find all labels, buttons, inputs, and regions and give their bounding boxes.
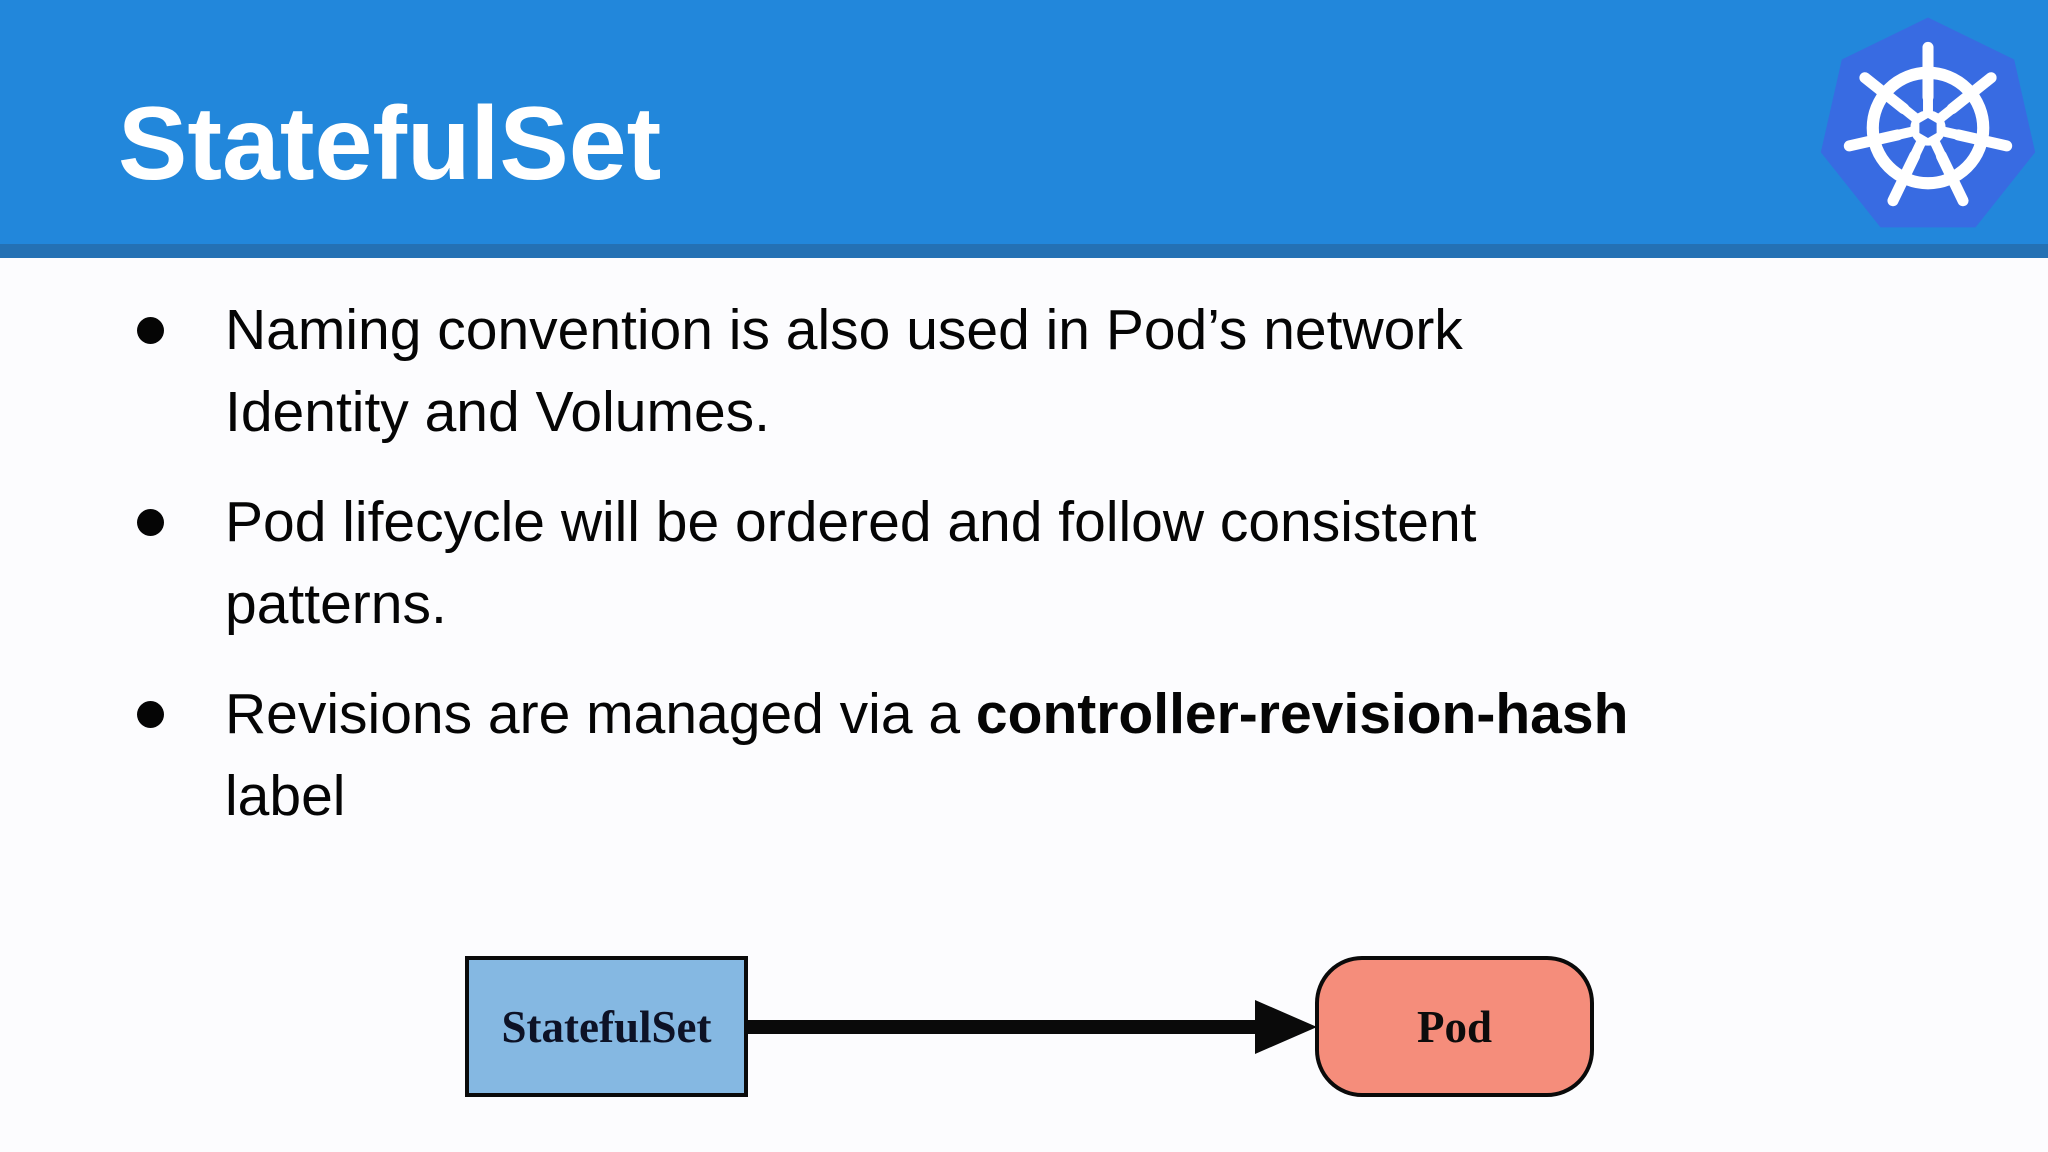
bullet-line-pre: Revisions are managed via a <box>225 682 976 746</box>
page-title: StatefulSet <box>118 86 662 202</box>
flow-arrow-right-icon <box>1255 1000 1317 1054</box>
bullet-dot-icon <box>137 509 164 536</box>
bullet-text: Pod lifecycle will be ordered and follow… <box>225 481 1945 645</box>
pod-node: Pod <box>1315 956 1594 1097</box>
kubernetes-logo-icon <box>1820 17 2036 228</box>
bullet-item-lifecycle: Pod lifecycle will be ordered and follow… <box>0 481 1945 645</box>
flow-arrow-shaft <box>748 1020 1260 1034</box>
pod-node-label: Pod <box>1416 1001 1492 1052</box>
header-accent-strip <box>0 244 2048 258</box>
statefulset-node: StatefulSet <box>465 956 748 1097</box>
bullet-dot-icon <box>137 317 164 344</box>
bullet-line: Naming convention is also used in Pod’s … <box>225 298 1463 362</box>
bullet-dot-icon <box>137 701 164 728</box>
bullet-text: Revisions are managed via a controller-r… <box>225 673 1945 837</box>
bullet-text: Naming convention is also used in Pod’s … <box>225 289 1945 453</box>
bullet-line: Pod lifecycle will be ordered and follow… <box>225 490 1477 554</box>
bullet-line: label <box>225 764 346 828</box>
bullet-list: Naming convention is also used in Pod’s … <box>0 289 1945 865</box>
bullet-line: Identity and Volumes. <box>225 380 771 444</box>
bullet-item-revisions: Revisions are managed via a controller-r… <box>0 673 1945 837</box>
bullet-item-naming: Naming convention is also used in Pod’s … <box>0 289 1945 453</box>
header-bar <box>0 0 2048 244</box>
statefulset-node-label: StatefulSet <box>501 1001 712 1052</box>
bullet-bold-term: controller-revision-hash <box>975 682 1629 746</box>
bullet-line: patterns. <box>225 572 447 636</box>
